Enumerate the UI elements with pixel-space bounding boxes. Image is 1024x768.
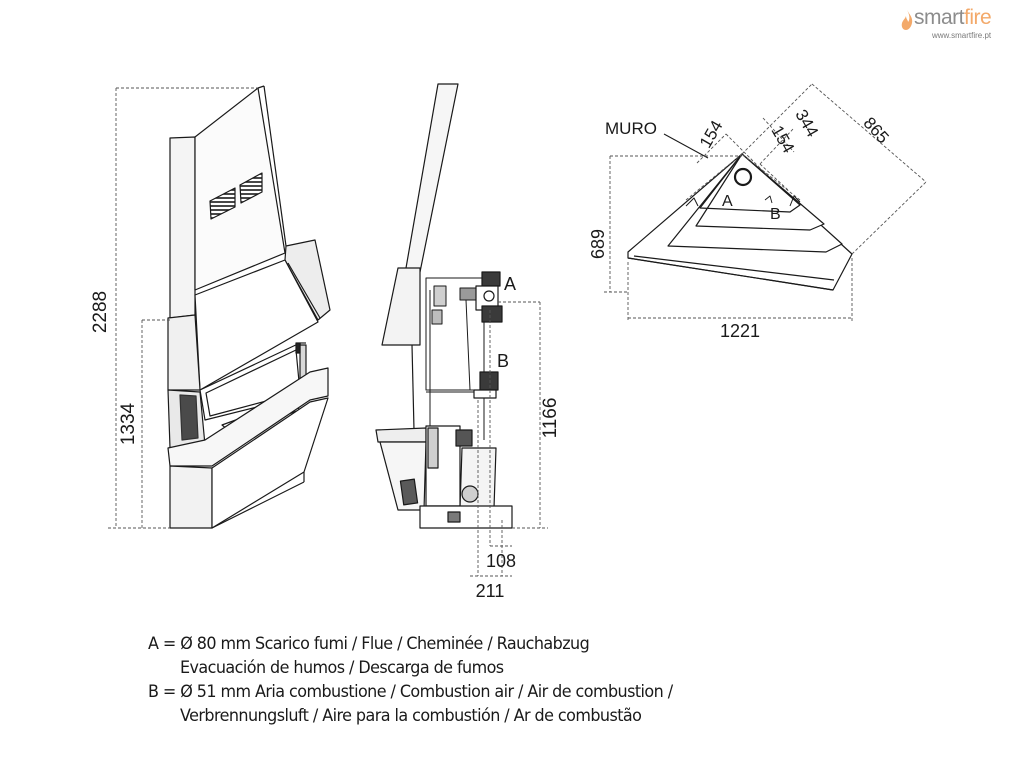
side-lower-body: [375, 425, 513, 529]
brand-url: www.smartfire.pt: [932, 31, 992, 40]
side-air-connector-b: [473, 371, 499, 399]
legend-line-b-continued: Verbrennungsluft / Aire para la combusti…: [179, 706, 642, 726]
front-vent-right: [239, 172, 263, 204]
legend: A = Ø 80 mm Scarico fumi / Flue / Chemin…: [148, 632, 673, 728]
top-outline: [627, 153, 853, 291]
front-canopy: [167, 239, 331, 391]
top-flue-circle: [733, 167, 753, 187]
side-view: A B 1166 108 211: [375, 83, 561, 601]
top-bracket-right: [789, 195, 801, 207]
front-base: [167, 367, 329, 529]
top-side-long-label: 865: [860, 113, 893, 147]
side-height-label: 1166: [540, 398, 561, 439]
top-view: MURO A B 154 154 344 865 689 1221: [588, 83, 927, 341]
brand-name-accent: fire: [964, 6, 992, 29]
top-width-label: 1221: [720, 321, 760, 341]
front-dimensions: [108, 87, 258, 529]
side-label-a: A: [504, 274, 516, 294]
top-offset-left-label: 154: [696, 117, 727, 151]
front-vent-left: [209, 187, 236, 220]
side-dimensions: [470, 301, 548, 577]
side-canopy: [381, 267, 421, 346]
top-depth-label: 689: [588, 229, 608, 259]
side-hood: [405, 83, 459, 273]
top-label-b: B: [770, 206, 781, 223]
legend-line-b: B = Ø 51 mm Aria combustione / Combustio…: [148, 682, 673, 702]
brand-name: smartfire: [914, 6, 992, 30]
top-label-a: A: [722, 193, 733, 210]
side-depth-small-label: 108: [486, 551, 516, 571]
front-view: 2288 1334: [90, 85, 331, 529]
front-total-height-label: 2288: [90, 291, 111, 333]
top-wall-label: MURO: [605, 119, 657, 138]
front-hood: [169, 85, 287, 319]
legend-line-a-continued: Evacuación de humos / Descarga de fumos: [179, 658, 504, 678]
top-dimensions: [604, 83, 927, 322]
top-side-short-label: 344: [791, 106, 822, 140]
smartfire-logo: smartfire www.smartfire.pt: [900, 6, 1020, 46]
flame-icon: [901, 10, 913, 30]
top-bracket-left: [685, 197, 699, 207]
legend-line-a: A = Ø 80 mm Scarico fumi / Flue / Chemin…: [148, 634, 590, 654]
front-lower-height-label: 1334: [118, 402, 139, 445]
side-label-b: B: [497, 351, 509, 371]
side-flue-connector-a: [475, 271, 503, 323]
side-depth-large-label: 211: [476, 581, 505, 601]
brand-name-main: smart: [914, 6, 965, 29]
